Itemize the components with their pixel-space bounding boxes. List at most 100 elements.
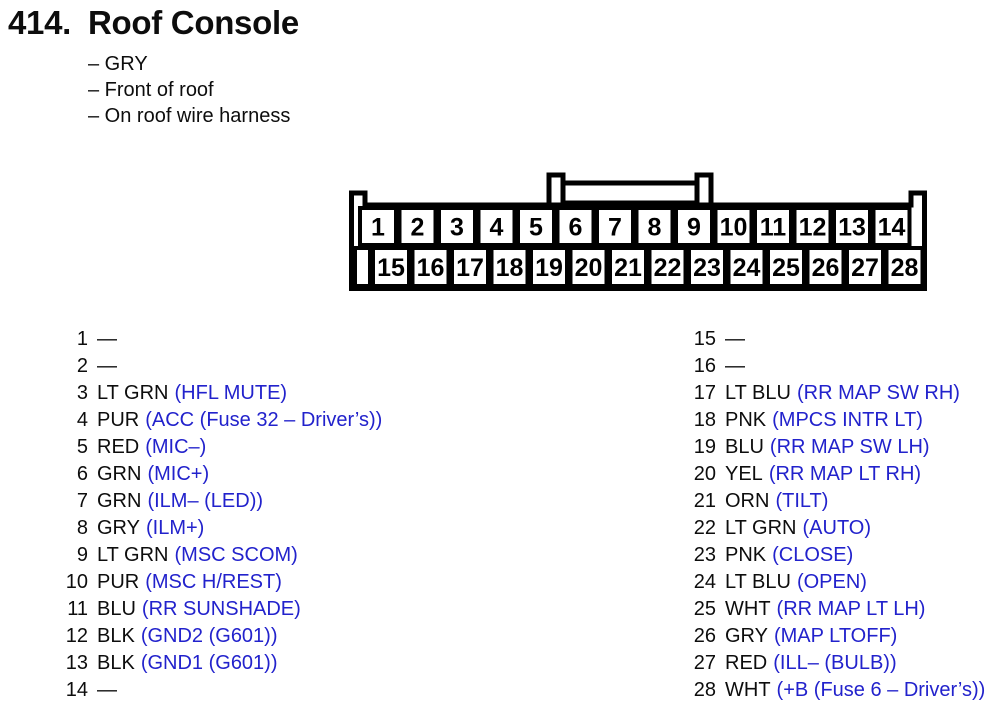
pin-number: 27 <box>693 652 716 674</box>
pin-number: 25 <box>693 598 716 620</box>
connector-blank-cavity <box>353 246 372 288</box>
connector-pin-cell: 2 <box>397 206 438 247</box>
pin-row: 16— <box>686 353 985 380</box>
pin-number: 16 <box>693 355 716 377</box>
pin-number: 28 <box>693 679 716 701</box>
connector-pin-cell: 1 <box>358 206 398 247</box>
connector-pin-label: 17 <box>456 254 484 282</box>
wire-color: PUR <box>97 409 140 431</box>
connector-pin-cell: 11 <box>753 206 793 247</box>
connector-pin-label: 8 <box>648 214 662 242</box>
connector-pin-label: 13 <box>838 214 866 242</box>
wire-color: WHT <box>725 598 771 620</box>
pin-function: (ACC (Fuse 32 – Driver’s)) <box>145 409 383 431</box>
wire-color: — <box>97 328 117 350</box>
connector-pin-cell: 21 <box>608 246 648 288</box>
wire-color: BLK <box>97 652 135 674</box>
pin-number: 3 <box>76 382 88 404</box>
connector-pin-cell: 22 <box>647 246 688 288</box>
connector-pin-cell: 23 <box>687 246 727 288</box>
pin-number: 21 <box>693 490 716 512</box>
connector-pin-label: 6 <box>569 214 583 242</box>
wire-color: GRN <box>97 463 142 485</box>
pin-function: (GND1 (G601)) <box>140 652 278 674</box>
connector-latch-bar <box>553 180 707 206</box>
wire-color: LT GRN <box>97 382 169 404</box>
wire-color: GRN <box>97 490 142 512</box>
connector-pin-cell: 7 <box>595 206 635 247</box>
pin-function: (OPEN) <box>796 571 867 593</box>
connector-pin-cell: 12 <box>792 206 833 247</box>
pin-number: 12 <box>65 625 88 647</box>
connector-notes: – GRY – Front of roof – On roof wire har… <box>88 51 290 129</box>
pin-number: 19 <box>693 436 716 458</box>
connector-pin-label: 7 <box>608 214 622 242</box>
pin-number: 5 <box>76 436 88 458</box>
pin-number: 15 <box>693 328 716 350</box>
pin-number: 8 <box>76 517 88 539</box>
pin-row: 15— <box>686 326 985 353</box>
pin-function: (TILT) <box>775 490 829 512</box>
connector-pin-label: 27 <box>851 254 879 282</box>
connector-pin-cell: 18 <box>489 246 530 288</box>
wire-color: LT GRN <box>725 517 797 539</box>
pin-function: (RR MAP LT LH) <box>776 598 926 620</box>
pin-number: 11 <box>67 598 88 620</box>
connector-pin-label: 21 <box>614 254 642 282</box>
pin-function: (AUTO) <box>802 517 872 539</box>
connector-pin-cell: 9 <box>674 206 714 247</box>
pin-function: (GND2 (G601)) <box>140 625 278 647</box>
pin-function: (ILL– (BULB)) <box>773 652 897 674</box>
pin-row: 11 BLU(RR SUNSHADE) <box>58 596 382 623</box>
pin-function: (MPCS INTR LT) <box>772 409 923 431</box>
pin-number: 24 <box>693 571 716 593</box>
connector-pin-label: 5 <box>529 214 543 242</box>
pin-function: (RR SUNSHADE) <box>141 598 301 620</box>
connector-pin-label: 3 <box>450 214 464 242</box>
pin-number: 10 <box>65 571 88 593</box>
connector-pin-label: 9 <box>687 214 701 242</box>
connector-pin-label: 18 <box>496 254 524 282</box>
wire-color: PNK <box>725 544 767 566</box>
pin-row: 25 WHT(RR MAP LT LH) <box>686 596 985 623</box>
wire-color: GRY <box>725 625 768 647</box>
pin-function: (RR MAP LT RH) <box>768 463 922 485</box>
pin-number: 18 <box>693 409 716 431</box>
pin-number: 17 <box>693 382 716 404</box>
pin-number: 7 <box>76 490 88 512</box>
pin-function: (MSC H/REST) <box>145 571 282 593</box>
pin-number: 1 <box>76 328 88 350</box>
wire-color: BLU <box>97 598 136 620</box>
connector-pin-cell: 8 <box>634 206 675 247</box>
connector-pin-label: 28 <box>891 254 919 282</box>
note-location: – Front of roof <box>88 79 214 101</box>
connector-pin-cell: 25 <box>766 246 806 288</box>
wire-color: RED <box>725 652 768 674</box>
connector-pin-cell: 14 <box>871 206 912 247</box>
pin-function: (RR MAP SW RH) <box>796 382 960 404</box>
wire-color: RED <box>97 436 140 458</box>
connector-pin-cell: 5 <box>516 206 556 247</box>
pin-function: (MAP LTOFF) <box>773 625 898 647</box>
wire-color: — <box>97 679 117 701</box>
pin-number: 20 <box>693 463 716 485</box>
pin-function: (RR MAP SW LH) <box>769 436 930 458</box>
pin-row: 1— <box>58 326 382 353</box>
pin-function: (+B (Fuse 6 – Driver’s)) <box>776 679 986 701</box>
